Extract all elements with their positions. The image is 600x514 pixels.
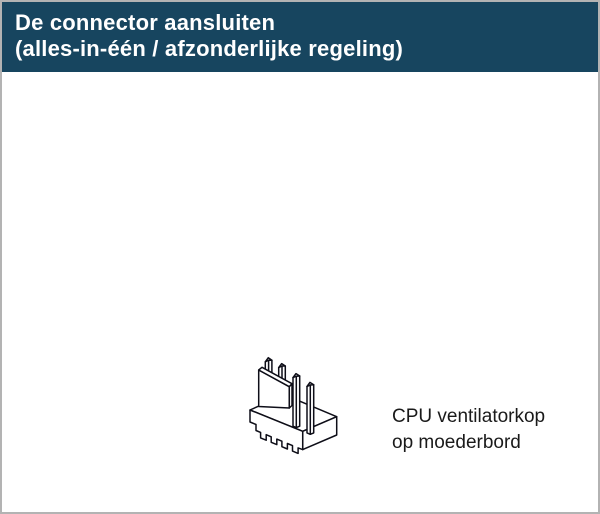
- illustration-caption: CPU ventilatorkop op moederbord: [392, 404, 545, 456]
- cpu-fan-header-illustration: [247, 354, 346, 464]
- page-title-line2: (alles-in-één / afzonderlijke regeling): [15, 36, 403, 61]
- title-bar: De connector aansluiten (alles-in-één / …: [2, 2, 598, 72]
- caption-line1: CPU ventilatorkop: [392, 406, 546, 427]
- caption-line2: op moederbord: [392, 432, 521, 453]
- page-title-line1: De connector aansluiten: [15, 10, 276, 35]
